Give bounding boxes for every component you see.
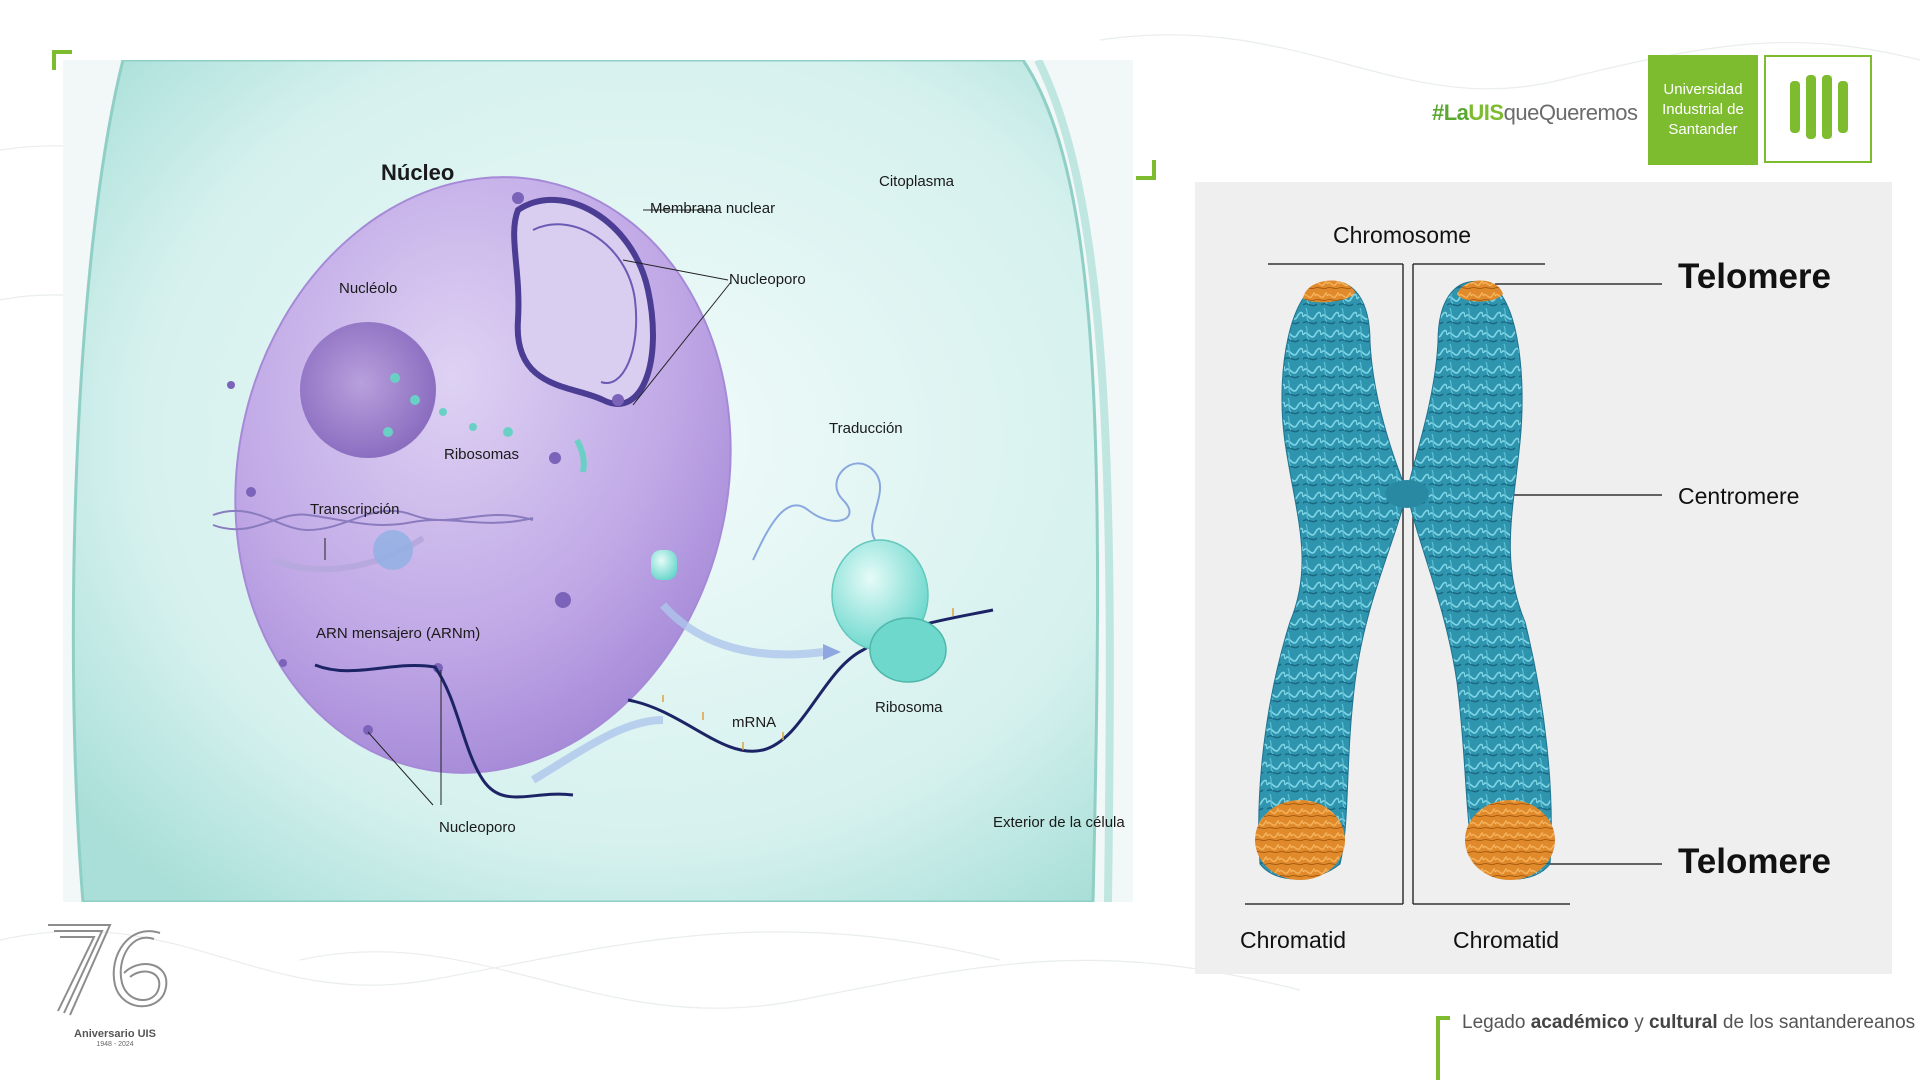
label-cytoplasm: Citoplasma xyxy=(879,173,955,190)
label-centromere: Centromere xyxy=(1678,483,1800,509)
label-nucleus: Núcleo xyxy=(381,160,455,185)
university-line-2: Industrial de xyxy=(1662,101,1744,118)
university-line-3: Santander xyxy=(1668,121,1738,138)
label-mrna-spanish: ARN mensajero (ARNm) xyxy=(316,625,481,642)
hashtag-prefix: #La xyxy=(1432,100,1469,125)
hashtag-uis: UIS xyxy=(1468,100,1504,125)
footer-tagline: Legado académico y cultural de los santa… xyxy=(1462,1012,1915,1034)
frame-corner-top-left xyxy=(52,50,72,70)
chromosome-diagram-panel: Chromosome Telomere Centromere Telomere … xyxy=(1195,182,1892,974)
university-line-1: Universidad xyxy=(1663,81,1743,98)
label-chromatid-left: Chromatid xyxy=(1240,927,1347,953)
label-chromosome: Chromosome xyxy=(1333,222,1472,248)
footer-suffix: de los santandereanos xyxy=(1717,1012,1916,1033)
label-telomere-top: Telomere xyxy=(1678,257,1832,296)
label-ribosome: Ribosoma xyxy=(875,699,943,716)
footer-prefix: Legado xyxy=(1462,1012,1531,1033)
footer-bold-cultural: cultural xyxy=(1648,1012,1718,1033)
cell-illustration xyxy=(71,60,1114,902)
label-nucleolus: Nucléolo xyxy=(339,280,398,297)
footer-mid: y xyxy=(1628,1012,1649,1033)
label-nuclear-membrane: Membrana nuclear xyxy=(650,200,776,217)
label-nuclear-pore-bottom: Nucleoporo xyxy=(439,819,516,836)
hashtag-suffix: queQueremos xyxy=(1503,100,1638,125)
label-telomere-bottom: Telomere xyxy=(1678,842,1832,881)
anniversary-label: Aniversario UIS xyxy=(74,1028,156,1040)
hashtag-la-uis-que-queremos: #LaUISqueQueremos xyxy=(1432,100,1638,126)
label-ribosomes: Ribosomas xyxy=(444,446,520,463)
frame-corner-right xyxy=(1136,160,1156,180)
label-mrna: mRNA xyxy=(732,714,777,731)
label-cell-exterior: Exterior de la célula xyxy=(993,814,1125,831)
chromosome-illustration xyxy=(1245,263,1662,905)
label-nuclear-pore-top: Nucleoporo xyxy=(729,271,806,288)
anniversary-years: 1948 - 2024 xyxy=(96,1041,134,1048)
label-transcription: Transcripción xyxy=(310,501,400,518)
label-chromatid-right: Chromatid xyxy=(1453,927,1560,953)
label-translation: Traducción xyxy=(829,420,903,437)
university-name-badge: Universidad Industrial de Santander xyxy=(1648,55,1758,165)
footer-bold-academic: académico xyxy=(1530,1012,1629,1033)
footer-accent-bar xyxy=(1436,1016,1450,1080)
anniversary-76-logo: 76 xyxy=(40,915,180,1055)
cell-diagram-panel: Núcleo Membrana nuclear Citoplasma Nuclé… xyxy=(63,60,1133,902)
uis-logo-icon xyxy=(1764,55,1872,163)
